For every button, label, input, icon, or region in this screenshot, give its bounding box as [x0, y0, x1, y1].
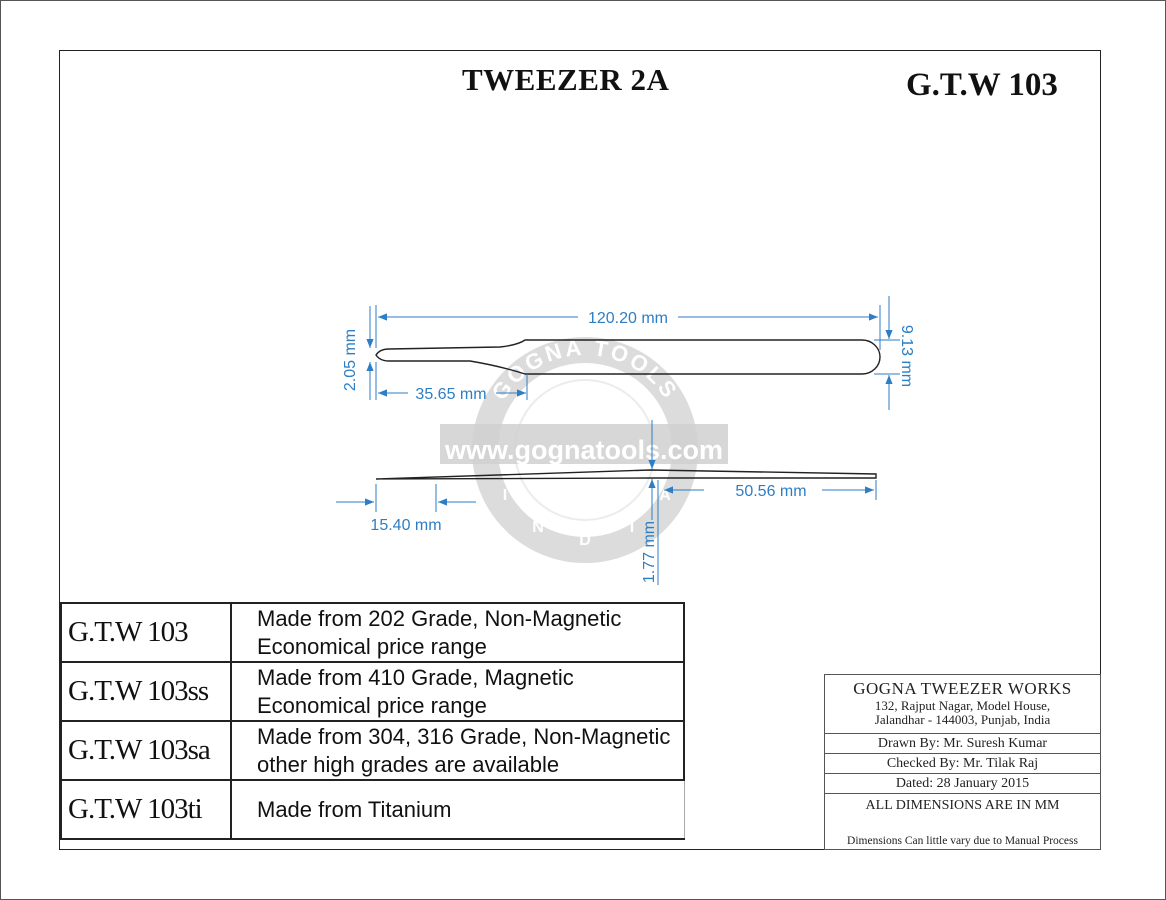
- table-row: G.T.W 103 Made from 202 Grade, Non-Magne…: [60, 602, 685, 663]
- drawing-frame: [59, 50, 1101, 850]
- title-block: GOGNA TWEEZER WORKS 132, Rajput Nagar, M…: [824, 674, 1101, 850]
- watermark-letter: I: [630, 519, 634, 536]
- drawn-by: Drawn By: Mr. Suresh Kumar: [825, 734, 1100, 754]
- dimension-tip-width: 2.05 mm: [342, 306, 374, 400]
- dimension-label: 35.65 mm: [415, 386, 486, 403]
- grade-line: Economical price range: [257, 633, 487, 659]
- grade-line: Economical price range: [257, 692, 487, 718]
- grade-description: Made from 304, 316 Grade, Non-Magnetic o…: [230, 720, 685, 781]
- watermark-letter: I: [503, 487, 507, 504]
- watermark-band: [440, 424, 728, 464]
- dimension-label: 1.77 mm: [641, 521, 658, 583]
- dimension-taper: 35.65 mm: [375, 362, 528, 403]
- dimension-side-length: 50.56 mm: [664, 480, 877, 500]
- watermark-letter: N: [532, 519, 544, 536]
- table-row: G.T.W 103sa Made from 304, 316 Grade, No…: [60, 720, 685, 781]
- grade-code: G.T.W 103sa: [60, 720, 232, 781]
- company-address: Jalandhar - 144003, Punjab, India: [874, 712, 1051, 727]
- watermark-url: www.gognatools.com: [444, 435, 723, 465]
- grade-line: Made from 304, 316 Grade, Non-Magnetic: [257, 723, 671, 749]
- dimension-label: 9.13 mm: [898, 325, 915, 387]
- dimension-length: 120.20 mm: [375, 305, 881, 350]
- date: Dated: 28 January 2015: [825, 774, 1100, 794]
- table-row: G.T.W 103ss Made from 410 Grade, Magneti…: [60, 661, 685, 722]
- company-address: 132, Rajput Nagar, Model House,: [874, 698, 1051, 713]
- grade-line: Made from 202 Grade, Non-Magnetic: [257, 605, 622, 631]
- dimension-label: 120.20 mm: [588, 310, 668, 327]
- tweezer-top-view: [375, 339, 881, 375]
- company-name: GOGNA TWEEZER WORKS: [853, 679, 1072, 698]
- dimension-side-tip: 15.40 mm: [336, 484, 476, 534]
- watermark: GOGNA TOOLS www.gognatools.com I N D I A: [440, 335, 728, 563]
- dimension-thickness: 1.77 mm: [641, 420, 659, 585]
- company-header: GOGNA TWEEZER WORKS 132, Rajput Nagar, M…: [825, 675, 1100, 734]
- dimension-label: 2.05 mm: [342, 329, 359, 391]
- checked-by: Checked By: Mr. Tilak Raj: [825, 754, 1100, 774]
- grade-code: G.T.W 103: [60, 602, 232, 663]
- disclaimer: Dimensions Can little vary due to Manual…: [847, 835, 1078, 847]
- grade-line: Made from 410 Grade, Magnetic: [257, 664, 574, 690]
- dimension-width: 9.13 mm: [874, 296, 915, 410]
- grade-line: other high grades are available: [257, 751, 560, 777]
- grade-description: Made from 410 Grade, Magnetic Economical…: [230, 661, 685, 722]
- dimension-label: 50.56 mm: [735, 483, 806, 500]
- grade-description: Made from Titanium: [230, 779, 685, 840]
- watermark-letter: D: [579, 532, 591, 549]
- grade-line: Made from Titanium: [257, 796, 452, 822]
- grade-code: G.T.W 103ti: [60, 779, 232, 840]
- table-row: G.T.W 103ti Made from Titanium: [60, 779, 685, 840]
- product-code: G.T.W 103: [906, 67, 1058, 103]
- dimensions-note: ALL DIMENSIONS ARE IN MM: [865, 798, 1060, 813]
- grades-table: G.T.W 103 Made from 202 Grade, Non-Magne…: [60, 602, 685, 840]
- grade-code: G.T.W 103ss: [60, 661, 232, 722]
- drawing-title: TWEEZER 2A: [462, 62, 670, 97]
- tweezer-side-view: [375, 469, 877, 480]
- dimension-label: 15.40 mm: [370, 517, 441, 534]
- grade-description: Made from 202 Grade, Non-Magnetic Econom…: [230, 602, 685, 663]
